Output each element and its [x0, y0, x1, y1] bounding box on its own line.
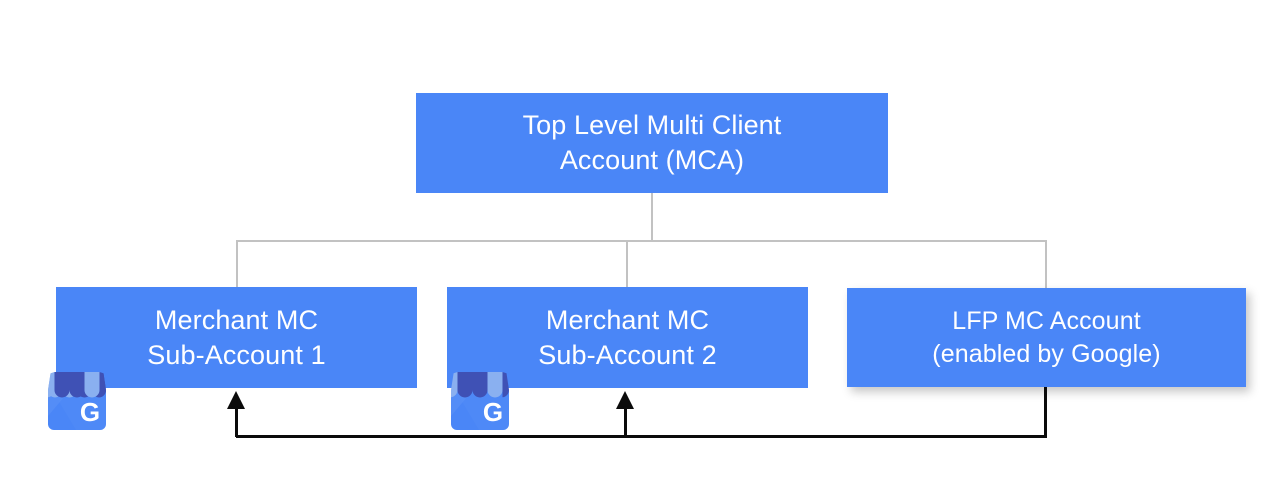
node-merchant-mc-sub-account-1[interactable]: Merchant MC Sub-Account 1 — [56, 287, 417, 388]
node-merchant-mc-sub-account-2-label: Merchant MC Sub-Account 2 — [538, 304, 717, 370]
flow-riser-to-sub2 — [624, 400, 627, 437]
node-merchant-mc-sub-account-2[interactable]: Merchant MC Sub-Account 2 — [447, 287, 808, 388]
node-top-level-mca[interactable]: Top Level Multi Client Account (MCA) — [416, 93, 888, 193]
node-merchant-mc-sub-account-1-label: Merchant MC Sub-Account 1 — [147, 304, 326, 370]
arrowhead-into-sub1-icon — [227, 391, 245, 409]
letter-g: G — [483, 397, 503, 427]
flow-riser-to-sub1 — [235, 400, 238, 437]
gmb-icon-letter: G — [483, 397, 503, 427]
connector-horizontal-bus — [236, 240, 1047, 242]
arrowhead-into-sub2-icon — [616, 391, 634, 409]
google-my-business-icon: G — [443, 364, 517, 438]
node-top-level-mca-label: Top Level Multi Client Account (MCA) — [522, 110, 782, 175]
node-lfp-mc-account-label: LFP MC Account (enabled by Google) — [932, 307, 1161, 368]
connector-drop-to-lfp — [1045, 240, 1047, 289]
connector-mca-stem — [651, 193, 653, 242]
node-lfp-mc-account[interactable]: LFP MC Account (enabled by Google) — [847, 288, 1246, 387]
google-my-business-icon: G — [40, 364, 114, 438]
gmb-icon-letter: G — [80, 397, 100, 427]
flow-horizontal-bus — [236, 435, 1047, 438]
letter-g: G — [80, 397, 100, 427]
connector-drop-to-sub2 — [626, 240, 628, 288]
flow-riser-from-lfp — [1044, 387, 1047, 438]
connector-drop-to-sub1 — [236, 240, 238, 288]
